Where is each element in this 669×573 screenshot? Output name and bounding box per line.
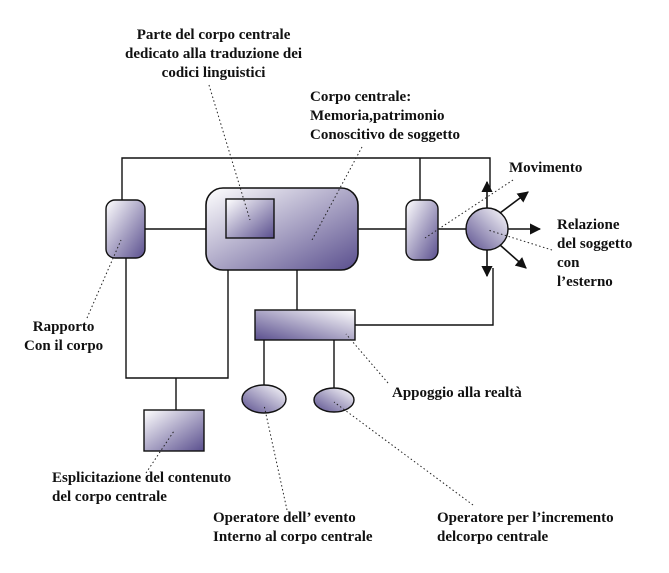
central-body-label: Corpo centrale: Memoria,patrimonio Conos… <box>310 89 460 143</box>
circle-arrows <box>481 180 542 278</box>
movement-label: Movimento <box>509 160 583 176</box>
increment-operator-ellipse <box>313 387 355 413</box>
leader-increment-op <box>333 401 474 506</box>
leader-body <box>86 239 122 319</box>
left-body-box <box>105 199 146 259</box>
leader-explicit <box>145 430 175 474</box>
translation-part-label: Parte del corpo centrale dedicato alla t… <box>125 27 303 81</box>
connector-lines <box>121 157 494 410</box>
left-down-line <box>125 258 229 379</box>
increment-operator-label: Operatore per l’incremento delcorpo cent… <box>437 510 614 545</box>
relation-label: Relazione del soggetto con l’esterno <box>557 217 633 290</box>
reality-support-label: Appoggio alla realtà <box>392 385 522 401</box>
relation-circle <box>465 207 509 251</box>
explicitation-label: Esplicitazione del contenuto del corpo c… <box>52 470 232 505</box>
reality-support-box <box>254 309 356 341</box>
body-relation-label: Rapporto Con il corpo <box>24 319 104 354</box>
leader-lines <box>86 84 553 511</box>
leader-movement <box>424 179 514 239</box>
leader-reality <box>345 333 389 384</box>
leader-event-op <box>263 404 288 511</box>
circle-down-line <box>355 268 494 326</box>
top-loop-line <box>121 157 491 200</box>
leader-central <box>311 146 363 241</box>
arrow-upright <box>499 191 529 214</box>
explicitation-box <box>143 409 205 452</box>
event-operator-label: Operatore dell’ evento Interno al corpo … <box>213 510 373 545</box>
translation-box <box>225 198 275 239</box>
right-small-box <box>405 199 439 261</box>
arrow-downright <box>499 244 527 269</box>
event-operator-ellipse <box>241 384 287 414</box>
